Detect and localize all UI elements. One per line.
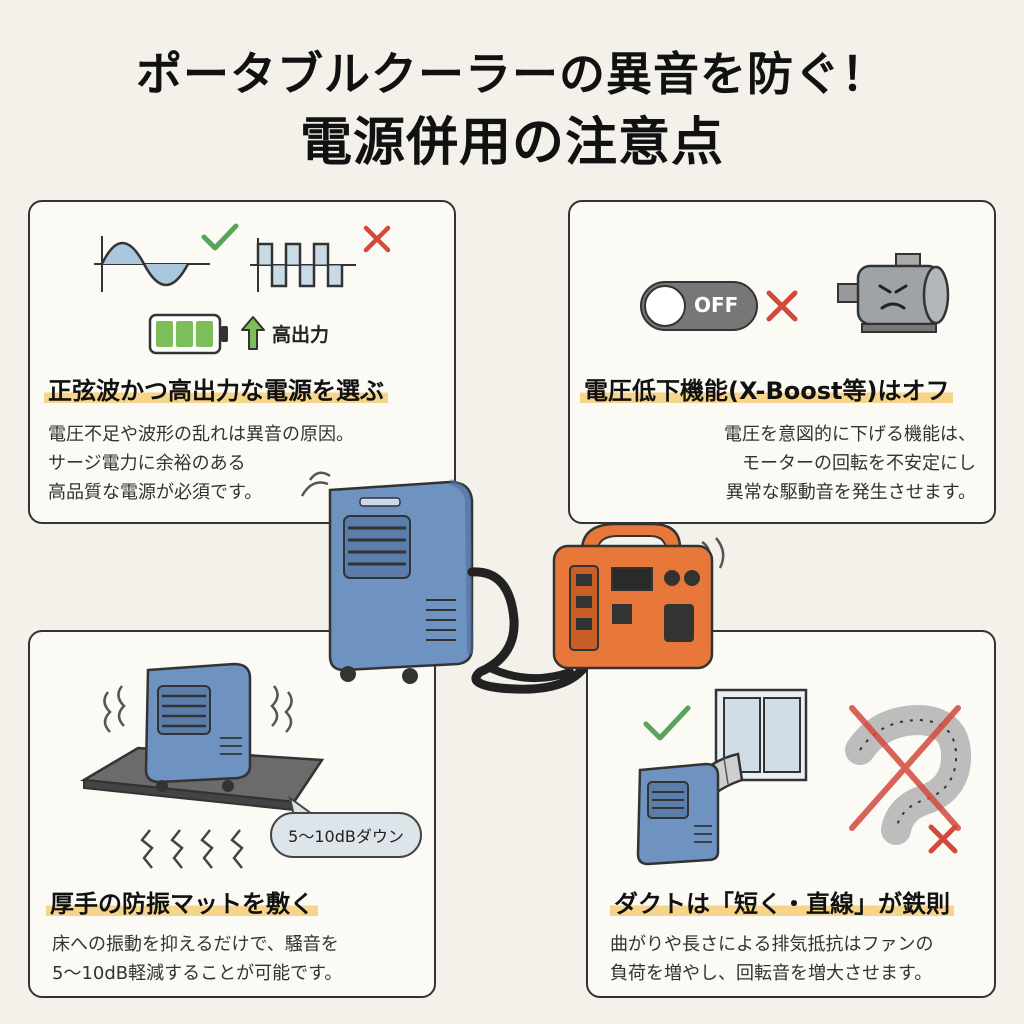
tip-line: モーターの回転を不安定にし	[742, 453, 976, 474]
straight-duct-setup-illustration	[636, 752, 744, 866]
check-icon	[201, 223, 239, 251]
cooler-on-mat-illustration	[80, 662, 325, 812]
page-title: ポータブルクーラーの異音を防ぐ！	[136, 47, 888, 101]
tip-line: 異常な駆動音を発生させます。	[725, 482, 976, 503]
sine-wave-icon	[94, 236, 210, 292]
power-cord	[467, 567, 605, 694]
tip-body-duct: 曲がりや長さによる排気抵抗はファンの 負荷を増やし、回転音を増大させます。	[610, 930, 933, 988]
tip-line: 負荷を増やし、回転音を増大させます。	[610, 963, 933, 984]
cross-icon	[928, 824, 958, 854]
bent-duct-illustration	[845, 704, 972, 845]
toggle-off-label: OFF	[694, 293, 739, 317]
tip-line: 曲がりや長さによる排気抵抗はファンの	[610, 934, 934, 955]
tip-line: 電圧不足や波形の乱れは異音の原因。	[48, 424, 354, 445]
battery-icon	[148, 313, 228, 355]
tip-heading-vibration-mat: 厚手の防振マットを敷く	[46, 884, 318, 919]
toggle-knob	[644, 285, 686, 327]
tip-card-power-source	[28, 200, 456, 524]
tip-body-power-source: 電圧不足や波形の乱れは異音の原因。 サージ電力に余裕のある 高品質な電源が必須で…	[48, 420, 354, 507]
square-wave-icon	[250, 238, 356, 292]
arrow-up-icon	[241, 316, 265, 350]
portable-cooler-illustration	[300, 471, 474, 684]
tip-line: 電圧を意図的に下げる機能は、	[724, 424, 976, 445]
tip-body-vibration-mat: 床への振動を抑えるだけで、騒音を 5〜10dB軽減することが可能です。	[52, 930, 342, 988]
struggling-motor-icon	[837, 253, 950, 333]
check-icon	[643, 705, 691, 741]
high-output-label: 高出力	[272, 324, 330, 346]
tip-heading-duct: ダクトは「短く・直線」が鉄則	[610, 884, 954, 919]
portable-power-station-illustration	[552, 522, 725, 670]
tip-heading-voltage-function: 電圧低下機能(X-Boost等)はオフ	[580, 371, 954, 406]
page-subtitle: 電源併用の注意点	[299, 113, 724, 173]
tip-line: 高品質な電源が必須です。	[48, 482, 263, 503]
tip-card-voltage-function	[568, 200, 996, 524]
cross-icon	[766, 290, 798, 322]
tip-heading-power-source: 正弦波かつ高出力な電源を選ぶ	[44, 371, 388, 406]
tip-body-voltage-function: 電圧を意図的に下げる機能は、 モーターの回転を不安定にし 異常な駆動音を発生させ…	[600, 420, 976, 507]
tip-line: 床への振動を抑えるだけで、騒音を	[52, 934, 339, 955]
cross-icon	[363, 225, 391, 253]
window-icon	[714, 688, 808, 782]
tip-line: 5〜10dB軽減することが可能です。	[52, 963, 343, 984]
floor-vibration-icon	[140, 829, 244, 869]
noise-reduction-bubble: 5〜10dBダウン	[270, 812, 422, 858]
tip-line: サージ電力に余裕のある	[48, 453, 246, 474]
off-toggle-icon: OFF	[640, 281, 758, 331]
